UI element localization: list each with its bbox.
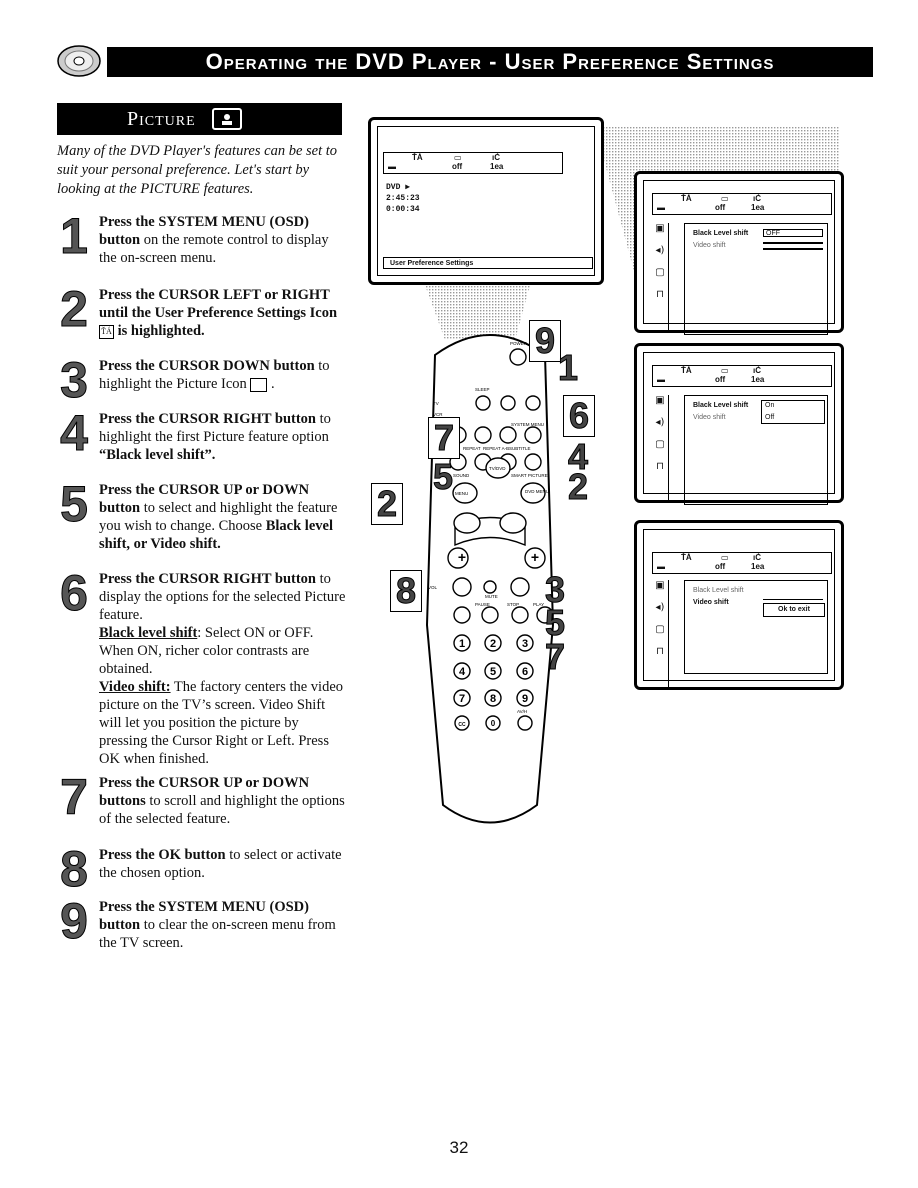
step-number: 3 — [60, 352, 89, 408]
step-7: 7 Press the CURSOR UP or DOWN buttons to… — [57, 769, 347, 828]
step-number: 1 — [60, 208, 89, 264]
svg-text:SMART PICTURE: SMART PICTURE — [511, 473, 548, 478]
user-preference-icon: ŤÁ — [99, 324, 114, 339]
callout-2-left: 2 — [371, 483, 403, 525]
picture-icon: ▭ — [454, 153, 462, 162]
svg-text:SLEEP: SLEEP — [475, 387, 490, 392]
callout-1: 1 — [557, 347, 579, 388]
svg-text:REPEAT: REPEAT — [463, 446, 481, 451]
svg-text:PLAY: PLAY — [533, 602, 544, 607]
remote-control: POWER SLEEP TV VCR MODE SYSTEM MENU REPE… — [425, 334, 555, 824]
svg-text:2: 2 — [490, 638, 496, 650]
step-number: 9 — [60, 893, 89, 949]
tv-screen-video-shift: ŤÁ▭ıĆ ▬ off 1ea ▣◂)▢⊓ Black Level shift … — [634, 520, 844, 690]
intro-text: Many of the DVD Player's features can be… — [57, 143, 338, 197]
callout-9: 9 — [529, 320, 561, 362]
step-number: 6 — [60, 565, 89, 621]
tv-screen-main-menu: ŤÁ ▭ ıĆ ▬ off 1ea DVD ▶ 2:45:23 0:00:34 … — [368, 117, 604, 285]
svg-text:STOP: STOP — [507, 602, 519, 607]
lock-icon: ⊓ — [656, 289, 664, 300]
callout-4: 4 — [567, 436, 589, 477]
picture-icon — [250, 377, 268, 392]
step-2: 2 Press the CURSOR LEFT or RIGHT until t… — [57, 281, 347, 340]
dvd-icon: ▬ — [388, 162, 396, 171]
step-number: 2 — [60, 281, 89, 337]
audio-icon: ıĆ — [492, 153, 500, 162]
svg-text:CC: CC — [458, 722, 466, 728]
svg-text:SYSTEM MENU: SYSTEM MENU — [511, 422, 544, 427]
step-6: 6 Press the CURSOR RIGHT button to displ… — [57, 565, 347, 768]
step-9: 9 Press the SYSTEM MENU (OSD) button to … — [57, 893, 347, 952]
svg-text:1: 1 — [459, 638, 465, 650]
svg-text:SUBTITLE: SUBTITLE — [509, 446, 531, 451]
callout-3: 3 — [544, 569, 566, 610]
svg-text:VOL: VOL — [428, 585, 438, 590]
picture-icon: ▣ — [655, 223, 665, 234]
step-3: 3 Press the CURSOR DOWN button to highli… — [57, 355, 347, 406]
tv-screen-black-level-options: ŤÁ▭ıĆ ▬ off 1ea ▣◂)▢⊓ Black Level shift … — [634, 343, 844, 505]
callout-2-right: 2 — [567, 466, 589, 507]
svg-text:AV/H: AV/H — [517, 709, 527, 714]
svg-text:0: 0 — [491, 719, 496, 728]
callout-8: 8 — [390, 570, 422, 612]
svg-text:POWER: POWER — [510, 341, 528, 346]
callout-6: 6 — [563, 395, 595, 437]
tv-screen-black-level: ŤÁ▭ıĆ ▬ off 1ea ▣◂)▢⊓ Black Level shift … — [634, 171, 844, 335]
disc-icon — [57, 45, 101, 77]
callout-7-lower: 7 — [544, 636, 566, 677]
svg-text:8: 8 — [490, 693, 496, 705]
step-number: 4 — [60, 405, 89, 461]
section-title-picture: Picture — [57, 103, 342, 135]
picture-icon — [211, 108, 242, 130]
svg-text:DVD MENU: DVD MENU — [525, 489, 549, 494]
svg-text:TV: TV — [433, 401, 439, 406]
svg-text:PAUSE: PAUSE — [475, 602, 490, 607]
playback-status: DVD ▶ 2:45:23 0:00:34 — [386, 183, 420, 214]
svg-text:7: 7 — [459, 693, 465, 705]
section-title-text: Picture — [127, 107, 196, 130]
step-number: 7 — [60, 769, 89, 825]
callout-5: 5 — [432, 456, 454, 497]
vol-up-icon: + — [458, 549, 466, 565]
menu-footer: User Preference Settings — [383, 257, 593, 269]
svg-text:4: 4 — [459, 666, 466, 678]
svg-text:5: 5 — [490, 666, 496, 678]
callout-7: 7 — [428, 417, 460, 459]
callout-5-lower: 5 — [544, 602, 566, 643]
svg-text:MUTE: MUTE — [485, 594, 498, 599]
svg-text:VCR: VCR — [433, 412, 443, 417]
svg-text:6: 6 — [522, 666, 528, 678]
step-number: 5 — [60, 476, 89, 532]
subtitle-icon: ▢ — [655, 267, 665, 278]
ch-up-icon: + — [531, 549, 539, 565]
step-1: 1 Press the SYSTEM MENU (OSD) button on … — [57, 208, 347, 267]
user-pref-icon: ŤÁ — [412, 153, 423, 162]
step-4: 4 Press the CURSOR RIGHT button to highl… — [57, 405, 347, 464]
svg-text:TV/DVD: TV/DVD — [489, 466, 506, 471]
svg-text:3: 3 — [522, 638, 528, 650]
svg-text:MENU: MENU — [455, 491, 468, 496]
page-number: 32 — [449, 1138, 469, 1157]
step-8: 8 Press the OK button to select or activ… — [57, 844, 347, 895]
step-5: 5 Press the CURSOR UP or DOWN button to … — [57, 476, 347, 553]
svg-text:9: 9 — [522, 693, 528, 705]
svg-text:REPEAT A-B: REPEAT A-B — [483, 446, 509, 451]
step-number: 8 — [60, 841, 89, 897]
audio-icon: ◂) — [655, 245, 665, 256]
page-title: Operating the DVD Player - User Preferen… — [107, 47, 873, 77]
svg-text:SOUND: SOUND — [453, 473, 470, 478]
